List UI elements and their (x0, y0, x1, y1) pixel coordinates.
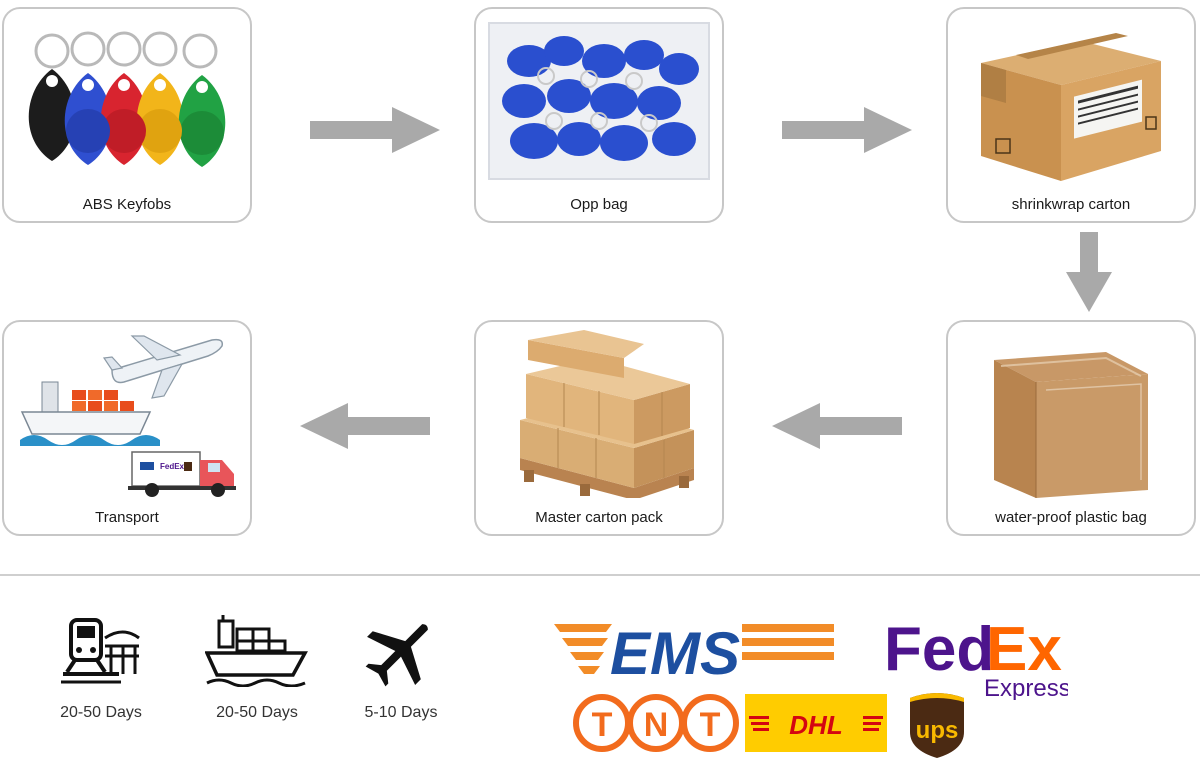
truck-fedex-text: FedEx (160, 462, 185, 471)
step-card-transport: FedEx Transport (2, 320, 252, 536)
step-label: Transport (95, 509, 159, 526)
keyfobs-image (12, 17, 242, 185)
dhl-text: DHL (789, 710, 842, 740)
pallet-image (484, 330, 714, 498)
transport-mode-train: 20-50 Days (36, 606, 166, 722)
airplane-icon (336, 606, 466, 696)
transit-days: 20-50 Days (216, 704, 298, 721)
fedex-express-text: Express (984, 675, 1068, 700)
ups-text: ups (916, 717, 959, 744)
step-card-opp-bag: Opp bag (474, 7, 724, 223)
fedex-ex-text: Ex (986, 615, 1062, 684)
carton-box-image (956, 17, 1186, 185)
dhl-logo: DHL (745, 694, 887, 752)
ems-logo: EMS (550, 618, 838, 687)
arrow-left-icon (772, 403, 902, 449)
ship-icon (192, 606, 322, 696)
arrow-right-icon (310, 107, 440, 153)
step-card-keyfobs: ABS Keyfobs (2, 7, 252, 223)
transport-mode-air: 5-10 Days (336, 606, 466, 722)
ems-text: EMS (610, 620, 740, 684)
arrow-down-icon (1066, 232, 1112, 312)
transit-days: 20-50 Days (60, 704, 142, 721)
transit-days: 5-10 Days (364, 704, 438, 721)
step-label: shrinkwrap carton (1011, 196, 1131, 213)
section-divider (0, 574, 1200, 576)
tnt-letter: N (644, 706, 669, 744)
arrow-left-icon (300, 403, 430, 449)
tnt-logo: T N T (568, 686, 744, 760)
tnt-letter: T (592, 706, 613, 744)
step-card-shrinkwrap-carton: shrinkwrap carton (946, 7, 1196, 223)
wrapped-box-image (956, 330, 1186, 498)
step-label: Master carton pack (535, 509, 663, 526)
train-icon (36, 606, 166, 696)
ups-logo: ups (906, 688, 968, 760)
tnt-letter: T (700, 706, 721, 744)
transport-mode-ship: 20-50 Days (192, 606, 322, 722)
fedex-logo: Fed Ex Express (882, 614, 1071, 702)
step-card-waterproof-bag: water-proof plastic bag (946, 320, 1196, 536)
arrow-right-icon (782, 107, 912, 153)
opp-bag-image (484, 17, 714, 185)
transport-image: FedEx (12, 330, 242, 498)
step-label: water-proof plastic bag (995, 509, 1147, 526)
fedex-fed-text: Fed (884, 615, 994, 684)
step-label: ABS Keyfobs (82, 196, 172, 213)
step-label: Opp bag (570, 196, 628, 213)
step-card-master-carton: Master carton pack (474, 320, 724, 536)
